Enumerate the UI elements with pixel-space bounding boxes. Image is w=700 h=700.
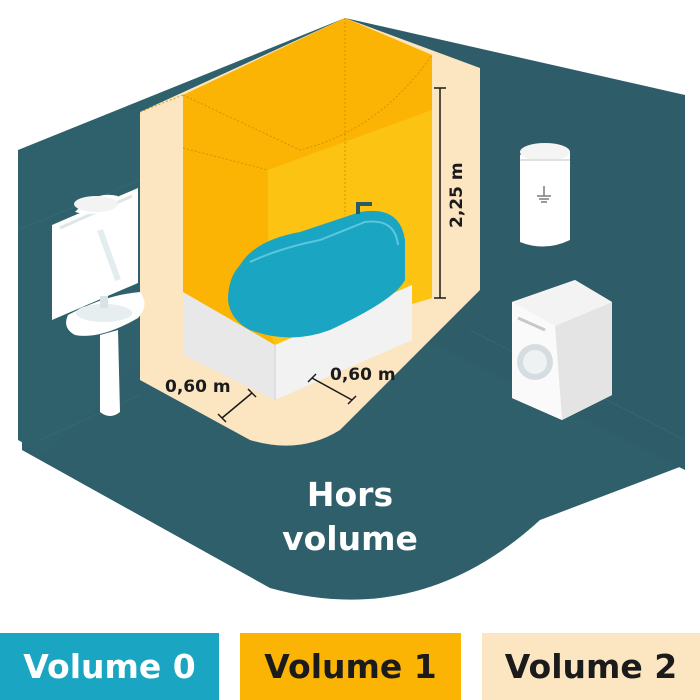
legend-volume-1: Volume 1	[240, 633, 461, 700]
height-label: 2,25 m	[447, 162, 467, 228]
bathtub-front-panel	[275, 285, 412, 400]
washing-machine-icon	[512, 280, 612, 420]
water-heater-icon	[520, 143, 570, 247]
legend-volume-0: Volume 0	[0, 633, 219, 700]
mirror-icon	[52, 188, 138, 320]
left-distance-dimension	[217, 388, 257, 423]
front-distance-dimension	[307, 373, 357, 405]
ground-symbol-icon	[537, 186, 551, 203]
legend-volume-2: Volume 2	[482, 633, 700, 700]
left-distance-label: 0,60 m	[165, 377, 231, 397]
faucet-icon	[356, 202, 372, 214]
outside-zone-label-line1: Hors	[307, 475, 393, 514]
front-distance-label: 0,60 m	[330, 365, 396, 385]
sink-icon	[66, 292, 145, 416]
bathtub-icon	[228, 210, 405, 338]
wall-lamp-icon	[74, 194, 118, 214]
height-dimension	[434, 87, 446, 299]
bathtub-panel	[183, 292, 275, 400]
outside-zone-label-line2: volume	[282, 519, 418, 558]
bathroom-diagram: 2,25 m 0,60 m 0,60 m	[17, 18, 686, 600]
